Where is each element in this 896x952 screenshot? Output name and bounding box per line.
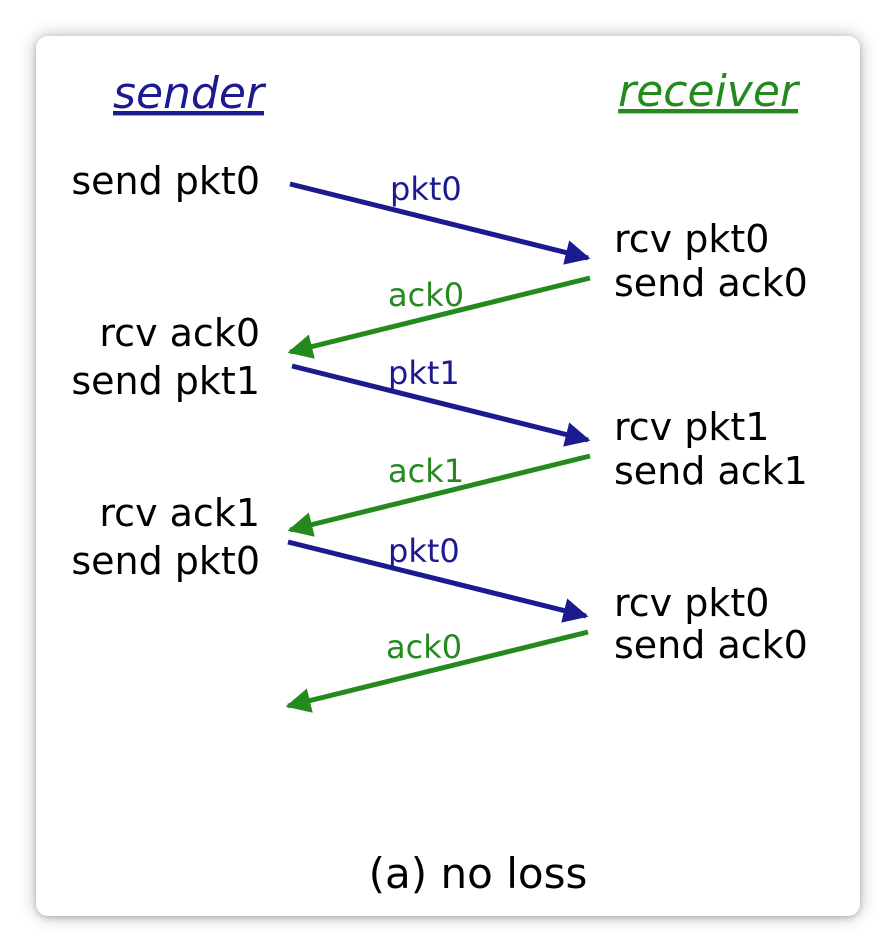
sender-note-3-line1: rcv ack1 [99,491,260,535]
sender-heading: sender [113,68,267,119]
receiver-heading: receiver [618,66,801,117]
ack-arrow-1 [287,275,591,359]
sender-note-2-line1: rcv ack0 [99,311,260,355]
receiver-note-3-line1: rcv pkt0 [614,581,769,625]
sequence-diagram: sender receiver send pkt0 rcv ack0 send … [71,66,808,898]
receiver-note-3-line2: send ack0 [614,623,808,667]
packet-arrow-2 [291,363,591,447]
receiver-note-1-line2: send ack0 [614,261,808,305]
ack-label-1: ack0 [388,276,464,314]
receiver-note-1-line1: rcv pkt0 [614,217,769,261]
sender-note-2-line2: send pkt1 [71,359,260,403]
packet-label-2: pkt1 [388,354,460,392]
ack-arrow-3 [285,629,589,713]
packet-arrow-3 [287,539,589,623]
packet-label-1: pkt0 [390,170,462,208]
receiver-note-2-line1: rcv pkt1 [614,405,769,449]
sender-note-3-line2: send pkt0 [71,539,260,583]
packet-arrow-1 [289,181,591,265]
diagram-card: sender receiver send pkt0 rcv ack0 send … [36,36,860,916]
diagram-caption: (a) no loss [369,849,588,898]
ack-label-3: ack0 [386,628,462,666]
packet-label-3: pkt0 [388,532,460,570]
ack-label-2: ack1 [388,452,464,490]
receiver-note-2-line2: send ack1 [614,449,808,493]
ack-arrow-2 [287,453,591,537]
sender-note-1-line1: send pkt0 [71,159,260,203]
